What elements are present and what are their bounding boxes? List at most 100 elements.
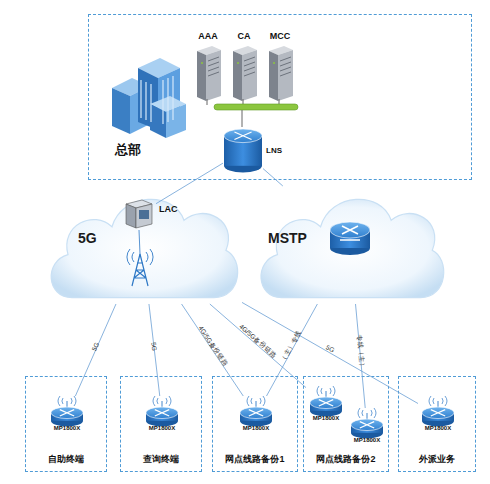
site-box: 自助终端 MP1800X xyxy=(25,376,107,472)
router-top xyxy=(146,407,178,419)
lns-router: LNS xyxy=(223,128,263,174)
router-arrows xyxy=(431,410,445,416)
site-label: 网点线路备份1 xyxy=(213,453,297,466)
model-label: MP1800X xyxy=(136,425,188,431)
building-face xyxy=(150,104,166,138)
building-roof xyxy=(150,96,186,112)
node-label: LNS xyxy=(266,146,282,155)
headquarters-zone: 总部 AAACAMCC LNS xyxy=(88,14,472,180)
node-label: 5G xyxy=(78,230,97,246)
building-face xyxy=(158,68,180,130)
site-label: 自助终端 xyxy=(26,453,106,466)
server-led xyxy=(273,62,275,64)
node-label: AAA xyxy=(185,31,231,41)
building-illustration xyxy=(112,58,186,138)
lac-front xyxy=(126,204,136,228)
server-icon xyxy=(193,43,223,101)
server-icon xyxy=(229,43,259,101)
server-slots xyxy=(208,57,219,76)
router-top xyxy=(224,129,262,143)
wireless-waves xyxy=(358,408,376,418)
connector xyxy=(156,163,223,204)
server-side xyxy=(278,50,293,101)
cpe-router: MP1800X xyxy=(418,396,458,434)
router-icon xyxy=(236,396,276,426)
building-windows xyxy=(141,76,173,124)
link-label: 4G/5G备份链路 xyxy=(237,323,278,361)
site-label: 网点线路备份2 xyxy=(304,453,388,466)
cloud-outline xyxy=(261,199,444,297)
link-label: 5G xyxy=(324,344,335,354)
link-label: 5G xyxy=(91,341,101,352)
router-top xyxy=(51,407,83,419)
server-led xyxy=(237,62,239,64)
connector xyxy=(149,304,160,396)
wireless-waves xyxy=(153,396,171,406)
node-label: MCC xyxy=(257,31,303,41)
building-face xyxy=(166,104,186,138)
router-top xyxy=(240,407,272,419)
link-label: 5G xyxy=(150,341,158,350)
bus-bar xyxy=(214,104,298,110)
building-face xyxy=(112,88,130,134)
antenna xyxy=(326,391,327,397)
cpe-router: MP1800X xyxy=(142,396,182,434)
router-icon xyxy=(418,396,458,426)
wireless-waves xyxy=(429,396,447,406)
server-front xyxy=(197,51,206,101)
model-label: MP1800X xyxy=(230,425,282,431)
router-icon xyxy=(347,408,387,438)
router-arrows xyxy=(360,422,374,428)
router-arrows xyxy=(319,400,333,406)
building-roof xyxy=(112,78,150,96)
server-led xyxy=(201,62,203,64)
model-label: MP1800X xyxy=(300,415,352,421)
server-icon xyxy=(265,43,295,101)
wireless-waves xyxy=(247,396,265,406)
node-label: 总部 xyxy=(115,141,141,159)
router-arrows xyxy=(60,410,74,416)
building-roof xyxy=(138,58,180,78)
antenna xyxy=(256,401,257,407)
server-node: AAA xyxy=(191,31,225,101)
server-node: CA xyxy=(227,31,261,101)
network-cloud: MSTP xyxy=(252,186,448,304)
router-icon xyxy=(47,396,87,426)
link-label: （主）专线 xyxy=(280,329,305,364)
router-arrows xyxy=(249,410,263,416)
node-label: LAC xyxy=(159,204,178,214)
antenna xyxy=(367,413,368,419)
server-side xyxy=(242,50,257,101)
connector xyxy=(263,169,283,186)
router-top xyxy=(351,419,383,431)
site-box: 外派业务 MP1800X xyxy=(398,376,476,472)
server-slots xyxy=(244,57,255,76)
cpe-router: MP1800X xyxy=(306,386,346,424)
network-cloud: 5G LAC xyxy=(42,186,242,304)
router-arrows xyxy=(234,132,251,139)
site-box: 网点线路备份2 MP1800XMP1800X xyxy=(303,376,389,472)
bus-uplink xyxy=(242,110,243,127)
router-arrows xyxy=(155,410,169,416)
building-face xyxy=(130,86,150,134)
router-top xyxy=(422,407,454,419)
antenna xyxy=(67,401,68,407)
server-side xyxy=(206,50,221,101)
cpe-router: MP1800X xyxy=(47,396,87,434)
model-label: MP1800X xyxy=(412,425,464,431)
connector xyxy=(75,304,116,396)
link-label: 4G/5G备份链路 xyxy=(196,324,230,368)
server-front xyxy=(269,51,278,101)
site-label: 查询终端 xyxy=(121,453,201,466)
building-face xyxy=(138,68,158,130)
router-icon xyxy=(306,386,346,416)
cpe-router: MP1800X xyxy=(347,408,387,446)
wireless-waves xyxy=(58,396,76,406)
lac-device: LAC xyxy=(122,198,156,230)
antenna xyxy=(162,401,163,407)
lac-window xyxy=(139,210,149,219)
server-front xyxy=(233,51,242,101)
site-box: 查询终端 MP1800X xyxy=(120,376,202,472)
site-label: 外派业务 xyxy=(399,453,475,466)
wireless-waves xyxy=(317,386,335,396)
